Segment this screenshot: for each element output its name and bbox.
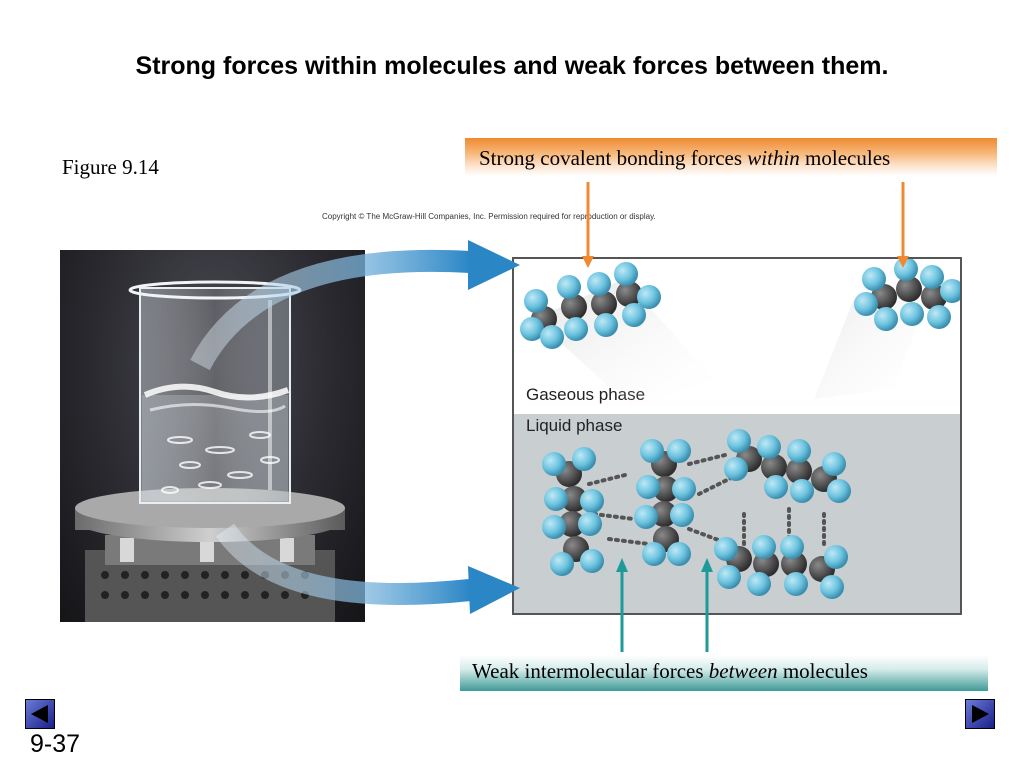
covalent-forces-callout: Strong covalent bonding forces within mo… bbox=[465, 138, 997, 176]
molecule-illustration bbox=[520, 259, 960, 599]
figure-label: Figure 9.14 bbox=[62, 155, 159, 179]
triangle-left-icon bbox=[31, 705, 48, 723]
beaker-photo bbox=[60, 250, 365, 622]
liquid-phase-label: Liquid phase bbox=[526, 416, 623, 435]
liquid-molecule-4 bbox=[714, 535, 848, 599]
copyright-notice: Copyright © The McGraw-Hill Companies, I… bbox=[322, 212, 656, 221]
callout-top-text-before: Strong covalent bonding forces bbox=[479, 146, 748, 170]
liquid-molecule-2 bbox=[634, 439, 696, 566]
intermolecular-forces-callout: Weak intermolecular forces between molec… bbox=[460, 655, 988, 691]
gas-molecule-right bbox=[854, 259, 960, 331]
callout-top-text-after: molecules bbox=[799, 146, 891, 170]
callout-bottom-text-before: Weak intermolecular forces bbox=[472, 659, 709, 683]
beaker-illustration bbox=[75, 280, 345, 622]
callout-bottom-emphasis: between bbox=[708, 659, 778, 683]
callout-bottom-text-after: molecules bbox=[777, 659, 868, 683]
liquid-molecule-3 bbox=[724, 429, 851, 503]
next-slide-button[interactable] bbox=[965, 699, 995, 729]
slide-number: 9-37 bbox=[30, 730, 81, 758]
triangle-right-icon bbox=[972, 705, 989, 723]
callout-top-emphasis: within bbox=[747, 146, 800, 170]
gas-molecule-left bbox=[520, 262, 661, 349]
phase-diagram: Gaseous phase Liquid phase bbox=[512, 257, 962, 615]
liquid-molecule-1 bbox=[542, 447, 604, 576]
prev-slide-button[interactable] bbox=[25, 699, 55, 729]
slide-title: Strong forces within molecules and weak … bbox=[135, 52, 889, 80]
